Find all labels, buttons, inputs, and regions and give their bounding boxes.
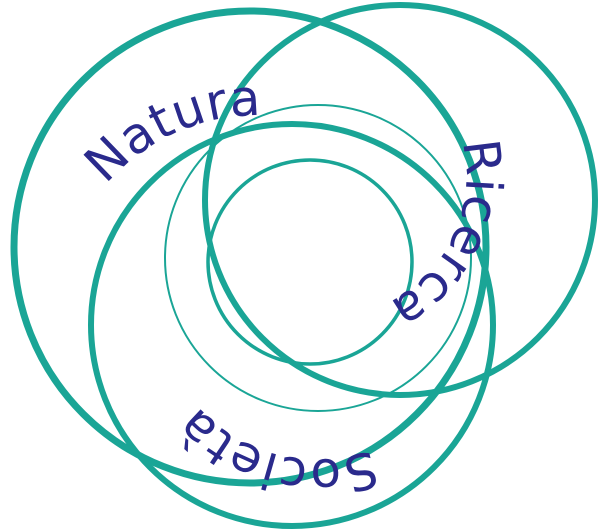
middle-ring [164,104,472,412]
inner-ring [206,158,414,366]
societa-ring [88,121,496,529]
natura-ring [10,7,490,487]
ricerca-ring [202,2,598,398]
societa-label: Società [165,397,383,506]
